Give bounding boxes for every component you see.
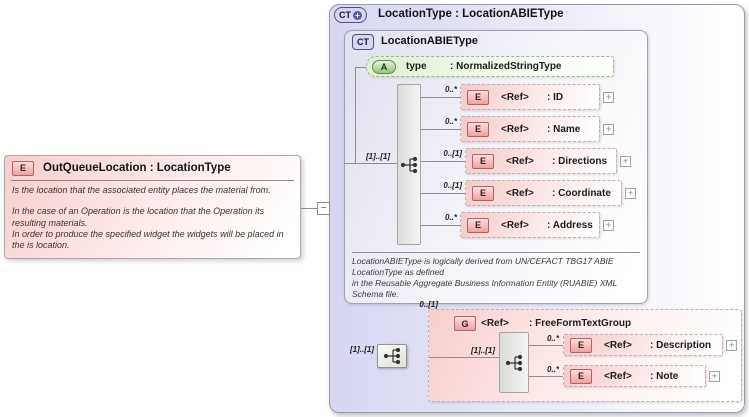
element-box-id[interactable]: E <Ref> : ID [460,84,600,110]
footnote-separator [352,252,640,253]
complex-type-derived-badge: CT + [334,7,367,23]
element-badge: E [570,337,592,353]
element-badge: E [12,160,34,176]
footnote-line: LocationABIEType is logically derived fr… [352,256,614,266]
derivation-plus-icon: + [353,10,362,20]
element-ref: <Ref> [501,91,529,103]
connector-line [355,67,356,163]
element-badge: E [467,217,489,233]
sequence-icon [505,354,522,371]
cardinality-label: 0..* [444,213,457,222]
element-ref: <Ref> [604,339,632,351]
element-ref: <Ref> [604,370,632,382]
footnote-line: Schema file. [352,289,399,300]
connector-line [421,161,465,162]
attribute-badge: A [372,59,396,74]
expand-button[interactable]: + [603,92,614,103]
expand-button[interactable]: + [620,156,631,167]
sequence-model-group [499,332,529,393]
element-title: OutQueueLocation : LocationType [43,162,231,174]
sequence-cardinality: [1]..[1] [471,346,495,355]
group-cardinality: 0..[1] [419,300,438,309]
cardinality-label: 0..* [546,334,559,343]
element-type: : Address [547,219,593,231]
group-badge: G [454,316,476,331]
element-box-description[interactable]: E <Ref> : Description [563,334,723,356]
attribute-box-type[interactable]: A type : NormalizedStringType [366,56,614,77]
element-type: : Description [650,339,712,351]
element-box-coordinate[interactable]: E <Ref> : Coordinate [465,180,622,206]
connector-line [421,225,460,226]
expand-button[interactable]: + [625,188,636,199]
element-box-address[interactable]: E <Ref> : Address [460,212,600,238]
element-documentation: Is the location that the associated enti… [5,181,300,255]
element-type: : Name [547,123,581,135]
cardinality-label: 0..* [444,85,457,94]
expand-button[interactable]: + [603,124,614,135]
cardinality-label: 0..[1] [443,181,462,190]
documentation-line: In the case of an Operation is the locat… [12,206,265,228]
ct-badge: CT [352,34,374,50]
element-type: : ID [547,91,564,103]
connector-line [429,357,499,358]
expand-button[interactable]: + [709,371,720,382]
collapse-toggle[interactable]: − [317,202,330,215]
element-badge: E [472,153,494,169]
attribute-type: : NormalizedStringType [450,61,562,72]
cardinality-label: 0..[1] [443,149,462,158]
element-badge: E [570,368,592,384]
expand-button[interactable]: + [603,220,614,231]
element-type: : Note [650,370,679,382]
complex-type-title: LocationType : LocationABIEType [378,8,564,20]
documentation-line: In order to produce the specified widget… [12,228,284,250]
element-type: : Directions [552,155,608,167]
sequence-cardinality: [1]..[1] [350,345,374,354]
attribute-name: type [406,61,427,72]
connector-line [355,67,366,68]
element-ref: <Ref> [506,155,534,167]
expand-button[interactable]: + [726,340,737,351]
element-box-name[interactable]: E <Ref> : Name [460,116,600,142]
sequence-icon [400,156,417,173]
element-badge: E [467,89,489,105]
connector-line [529,345,563,346]
element-ref: <Ref> [501,123,529,135]
global-element-box-outqueuelocation[interactable]: E OutQueueLocation : LocationType Is the… [4,155,301,259]
documentation-line: Is the location that the associated enti… [12,185,271,195]
sequence-model-group [397,84,421,245]
group-box-freeformtextgroup[interactable]: G <Ref> : FreeFormTextGroup [1]..[1] 0..… [428,309,742,402]
cardinality-label: 0..* [444,117,457,126]
cardinality-label: 0..* [546,365,559,374]
group-type: : FreeFormTextGroup [529,318,632,329]
element-box-note[interactable]: E <Ref> : Note [563,365,706,387]
element-ref: <Ref> [501,219,529,231]
element-ref: <Ref> [506,187,534,199]
footnote: LocationABIEType is logically derived fr… [352,256,644,300]
connector-line [421,97,460,98]
connector-line [421,129,460,130]
sequence-icon [383,347,400,365]
header-separator [11,180,294,181]
footnote-line: in the Reusable Aggregate Business Infor… [352,278,618,289]
element-header: E OutQueueLocation : LocationType [5,156,300,180]
element-type: : Coordinate [552,187,611,199]
base-type-title: LocationABIEType [381,35,478,47]
element-badge: E [467,121,489,137]
footnote-line: LocationType as defined [352,267,444,278]
element-badge: E [472,185,494,201]
connector-line [344,163,397,164]
group-ref: <Ref> [481,318,509,329]
element-box-directions[interactable]: E <Ref> : Directions [465,148,617,174]
connector-line [421,193,465,194]
sequence-model-group-button[interactable] [377,344,407,368]
ct-badge-label: CT [339,10,351,20]
connector-line [529,376,563,377]
sequence-cardinality: [1]..[1] [366,152,390,161]
